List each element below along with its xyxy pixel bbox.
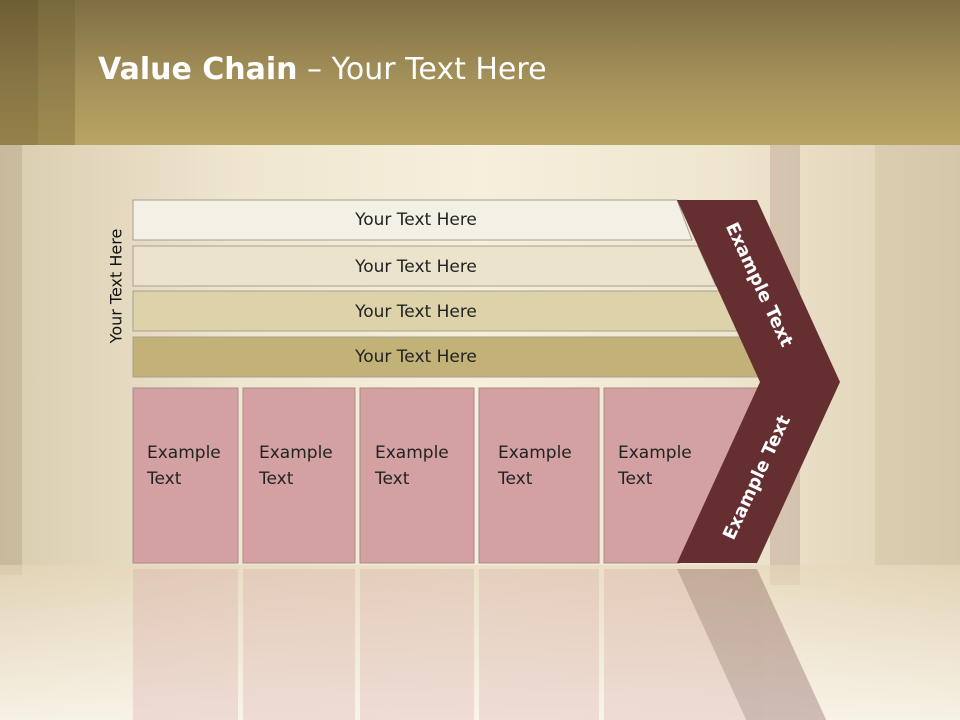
banner-accent-strip: [0, 0, 38, 145]
box-3[interactable]: Example Text: [359, 387, 475, 564]
reflection-box: [360, 569, 474, 720]
box-2-line1: Example: [259, 443, 333, 463]
background-door-left: [0, 145, 22, 575]
box-3-shape: [359, 387, 475, 564]
bar-2-shape: [132, 245, 717, 287]
box-4-line1: Example: [498, 443, 572, 463]
box-2-shape: [242, 387, 356, 564]
box-5[interactable]: Example Text: [603, 387, 761, 564]
background-door-right: [875, 145, 960, 565]
bar-2[interactable]: Your Text Here: [132, 245, 717, 287]
bar-2-label: Your Text Here: [354, 257, 477, 277]
reflection-chevron: [677, 569, 827, 720]
box-5-line2: Text: [617, 469, 653, 489]
box-3-line1: Example: [375, 443, 449, 463]
box-2-line2: Text: [258, 469, 294, 489]
bar-1[interactable]: Your Text Here: [132, 199, 693, 241]
box-4-shape: [478, 387, 600, 564]
bar-3-label: Your Text Here: [354, 302, 477, 322]
slide-title: Value Chain – Your Text Here: [98, 52, 547, 87]
background-floor: [0, 565, 960, 720]
box-4[interactable]: Example Text: [478, 387, 600, 564]
box-1-shape: [132, 387, 239, 564]
bar-3[interactable]: Your Text Here: [132, 290, 740, 332]
reflection-box: [133, 569, 238, 720]
box-5-line1: Example: [618, 443, 692, 463]
box-2[interactable]: Example Text: [242, 387, 356, 564]
bar-4[interactable]: Your Text Here: [132, 336, 763, 378]
box-1-line1: Example: [147, 443, 221, 463]
bar-1-label: Your Text Here: [354, 210, 477, 230]
reflection-box: [604, 569, 750, 720]
box-1-line2: Text: [146, 469, 182, 489]
box-4-line2: Text: [497, 469, 533, 489]
slide-title-rest: – Your Text Here: [297, 52, 547, 87]
reflection-box: [479, 569, 599, 720]
bar-4-label: Your Text Here: [354, 347, 477, 367]
reflection-box: [243, 569, 355, 720]
diagram-reflection: [133, 569, 827, 720]
slide-title-bold: Value Chain: [98, 52, 298, 87]
title-banner: [0, 0, 960, 145]
box-3-line2: Text: [374, 469, 410, 489]
box-1[interactable]: Example Text: [132, 387, 239, 564]
banner-accent-strip: [38, 0, 75, 145]
bar-1-shape: [132, 199, 693, 241]
chevron-shape: [677, 200, 840, 563]
